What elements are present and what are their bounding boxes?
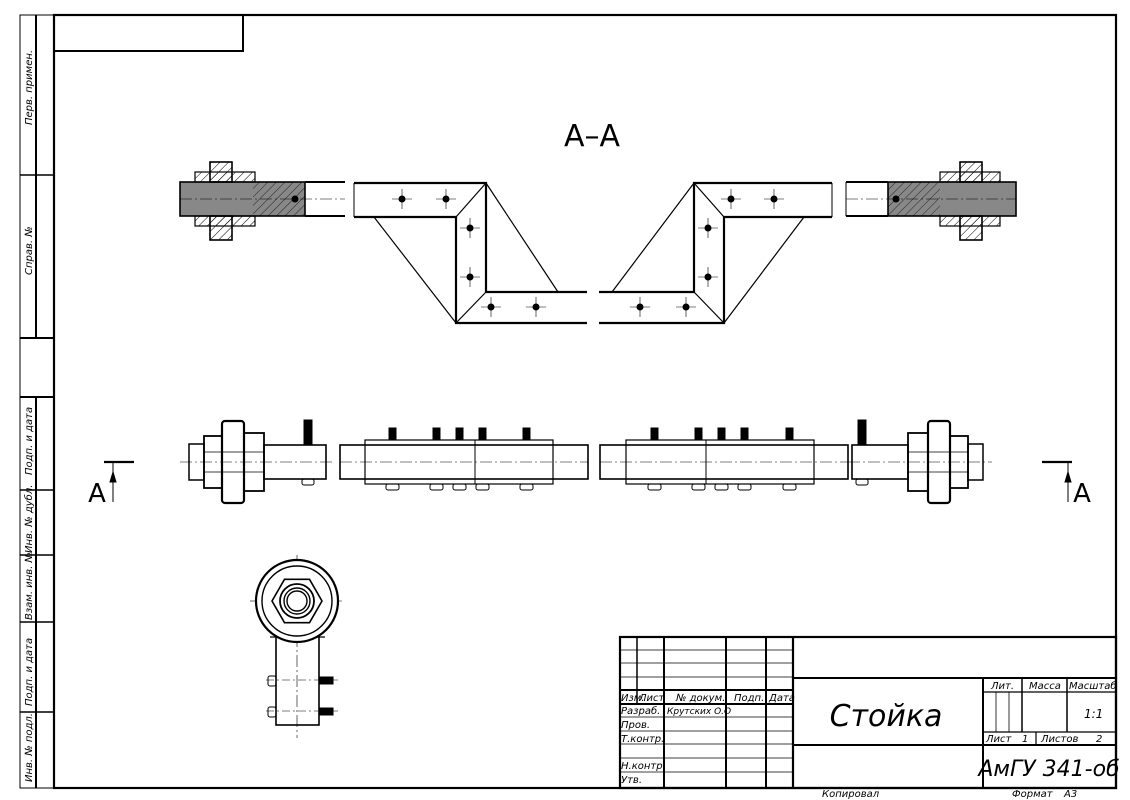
tb-razrab: Разраб.	[621, 705, 660, 717]
tb-date: Дата	[768, 693, 795, 704]
stamp-inv-dubl: Инв. № дубл.	[23, 485, 35, 553]
inner-frame	[52, 13, 1118, 790]
tb-doc-no: № докум.	[675, 693, 725, 704]
footer-format-label: Формат	[1012, 789, 1054, 800]
stamp-vzam-inv: Взам. инв. №	[24, 552, 35, 620]
tb-lit-label: Лит.	[990, 681, 1014, 692]
stamp-podp-data-2: Подп. и дата	[24, 638, 35, 706]
stamp-podp-data-1: Подп. и дата	[24, 407, 35, 475]
stamp-sprav-no: Справ. №	[24, 226, 35, 275]
tb-scale-value: 1:1	[1084, 707, 1103, 721]
tb-nkontr: Н.контр.	[621, 761, 666, 772]
stamp-inv-podl: Инв. № подл.	[24, 713, 35, 782]
tb-mass-label: Масса	[1029, 681, 1061, 692]
tb-scale-label: Масштаб	[1069, 680, 1117, 692]
stamp-perv-primen: Перв. примен.	[24, 50, 35, 125]
tb-prov: Пров.	[621, 720, 650, 731]
tb-podp: Подп.	[734, 693, 764, 704]
top-left-box	[53, 14, 244, 52]
tb-developer-name: Крутских О.О	[667, 707, 731, 717]
tb-org-code: АмГУ 341-об	[976, 757, 1119, 782]
end-view	[250, 555, 345, 738]
section-mark-right: А	[1073, 479, 1091, 509]
tb-utv: Утв.	[621, 775, 642, 786]
tb-izm: Изм.	[621, 693, 645, 704]
side-stamp-column	[20, 15, 54, 788]
title-block	[618, 635, 1118, 790]
section-title: А–А	[564, 119, 621, 154]
footer-copied: Копировал	[822, 789, 880, 800]
tb-list: Лист	[638, 693, 666, 704]
tb-sheet-label: Лист	[985, 734, 1013, 745]
tb-product-name: Стойка	[830, 699, 943, 734]
footer-format-value: А3	[1063, 789, 1077, 800]
front-view	[104, 419, 1072, 505]
section-view	[179, 161, 1017, 325]
section-mark-left: А	[88, 479, 106, 509]
tb-sheets-label: Листов	[1040, 734, 1078, 745]
tb-sheets-value: 2	[1096, 734, 1102, 745]
tb-tkontr: Т.контр.	[621, 734, 664, 745]
tb-sheet-value: 1	[1022, 734, 1028, 745]
